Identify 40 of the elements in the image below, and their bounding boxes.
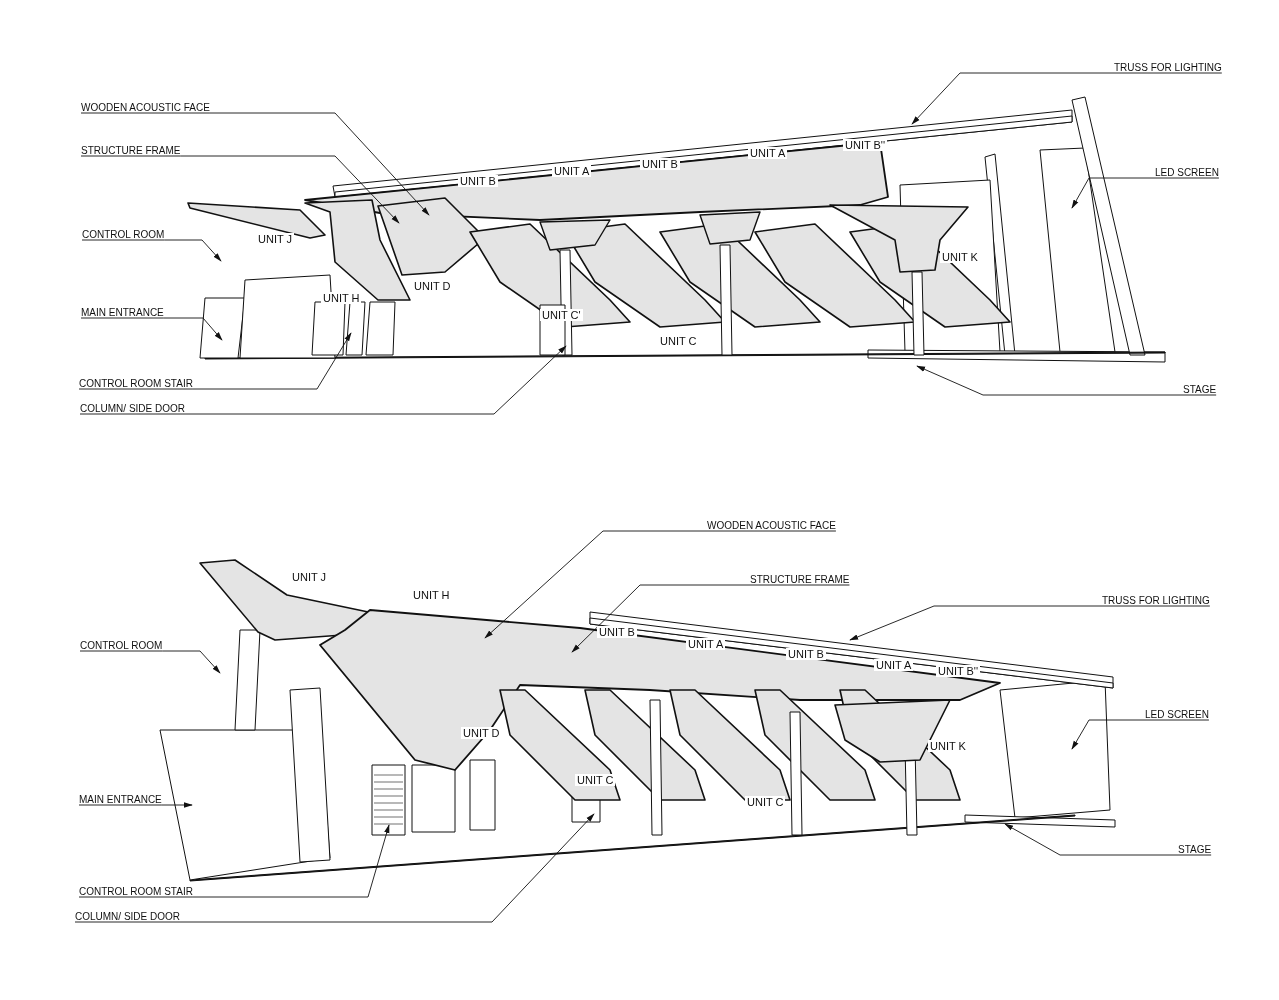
- callout-text: STRUCTURE FRAME: [750, 574, 850, 585]
- unit-label: UNIT J: [290, 571, 329, 583]
- unit-label: UNIT D: [461, 727, 502, 739]
- unit-label: UNIT C: [745, 796, 786, 808]
- unit-label: UNIT B: [597, 626, 637, 638]
- callout-text: CONTROL ROOM STAIR: [79, 378, 193, 389]
- callout-text: COLUMN/ SIDE DOOR: [75, 911, 180, 922]
- callout-text: LED SCREEN: [1155, 167, 1219, 178]
- callout-text: WOODEN ACOUSTIC FACE: [707, 520, 836, 531]
- unit-label: UNIT C: [575, 774, 616, 786]
- unit-label: UNIT J: [256, 233, 295, 245]
- callout-text: STAGE: [1178, 844, 1212, 855]
- unit-label: UNIT A: [686, 638, 726, 650]
- unit-label: UNIT A: [552, 165, 592, 177]
- callout-text: CONTROL ROOM: [82, 229, 165, 240]
- unit-label: UNIT B: [786, 648, 826, 660]
- unit-label: UNIT B'': [843, 139, 888, 151]
- callout-text: CONTROL ROOM: [80, 640, 163, 651]
- unit-label: UNIT H: [411, 589, 452, 601]
- callout-text: TRUSS FOR LIGHTING: [1114, 62, 1222, 73]
- callout-text: WOODEN ACOUSTIC FACE: [81, 102, 210, 113]
- unit-label: UNIT B'': [936, 665, 981, 677]
- callout-text: LED SCREEN: [1145, 709, 1209, 720]
- callout-text: STRUCTURE FRAME: [81, 145, 181, 156]
- unit-label: UNIT B: [458, 175, 498, 187]
- unit-label: UNIT C': [540, 309, 583, 321]
- callout-text: TRUSS FOR LIGHTING: [1102, 595, 1210, 606]
- unit-label: UNIT H: [321, 292, 362, 304]
- unit-label: UNIT A: [874, 659, 914, 671]
- callout-text: COLUMN/ SIDE DOOR: [80, 403, 185, 414]
- unit-label: UNIT D: [412, 280, 453, 292]
- unit-label: UNIT K: [940, 251, 980, 263]
- callout-text: MAIN ENTRANCE: [79, 794, 162, 805]
- callout-text: CONTROL ROOM STAIR: [79, 886, 193, 897]
- callout-text: STAGE: [1183, 384, 1217, 395]
- unit-label: UNIT B: [640, 158, 680, 170]
- callout-text: MAIN ENTRANCE: [81, 307, 164, 318]
- unit-label: UNIT A: [748, 147, 788, 159]
- unit-label: UNIT C: [658, 335, 699, 347]
- unit-label: UNIT K: [928, 740, 968, 752]
